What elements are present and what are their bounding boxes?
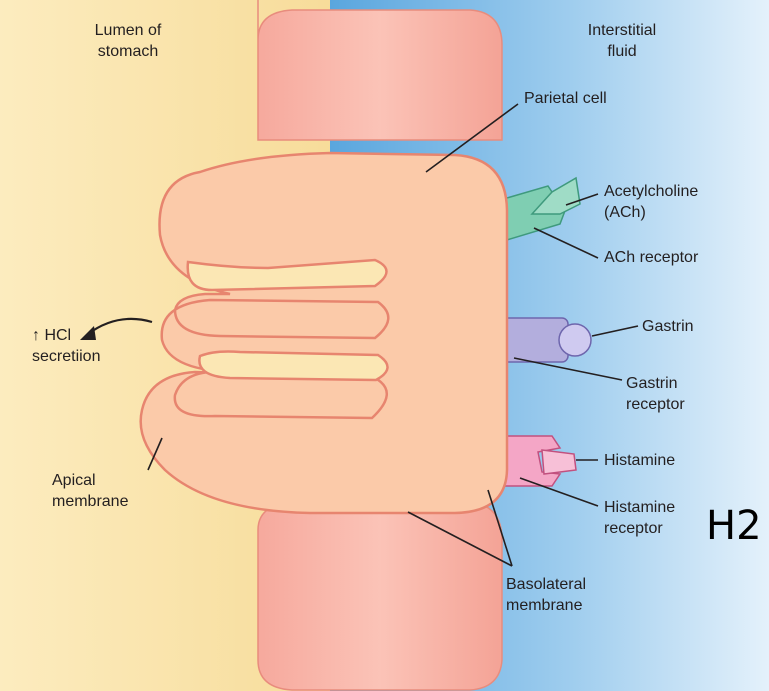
hcl-secretion-label: ↑ HCl secretiion — [32, 325, 100, 367]
neighbor-cell-bottom — [258, 502, 502, 690]
lumen-label-line2: stomach — [68, 41, 188, 62]
hcl-secretion-label-line2: secretiion — [32, 346, 100, 367]
acetylcholine-label-line1: Acetylcholine — [604, 181, 698, 202]
hcl-secretion-label-line1: ↑ HCl — [32, 325, 100, 346]
gastrin-receptor-label: Gastrin receptor — [626, 373, 685, 415]
ach-receptor-label: ACh receptor — [604, 247, 698, 268]
gastrin-receptor — [500, 318, 591, 362]
gastrin-receptor-label-line2: receptor — [626, 394, 685, 415]
gastrin-receptor-label-line1: Gastrin — [626, 373, 685, 394]
interstitial-label-line2: fluid — [562, 41, 682, 62]
lumen-label: Lumen of stomach — [68, 20, 188, 62]
apical-groove-bottom — [199, 352, 387, 381]
acetylcholine-label: Acetylcholine (ACh) — [604, 181, 698, 223]
lumen-label-line1: Lumen of — [68, 20, 188, 41]
apical-membrane-label-line2: membrane — [52, 491, 128, 512]
apical-membrane-label-line1: Apical — [52, 470, 128, 491]
histamine-label: Histamine — [604, 450, 675, 471]
basolateral-membrane-label: Basolateral membrane — [506, 574, 586, 616]
parietal-cell-label: Parietal cell — [524, 88, 607, 109]
neighbor-cell-top — [258, 0, 502, 140]
histamine-receptor-label-line1: Histamine — [604, 497, 675, 518]
apical-membrane-label: Apical membrane — [52, 470, 128, 512]
h2-tag: H2 — [706, 504, 762, 548]
acetylcholine-label-line2: (ACh) — [604, 202, 698, 223]
parietal-cell — [141, 153, 507, 513]
basolateral-membrane-label-line1: Basolateral — [506, 574, 586, 595]
interstitial-label: Interstitial fluid — [562, 20, 682, 62]
basolateral-membrane-label-line2: membrane — [506, 595, 586, 616]
histamine-receptor-label: Histamine receptor — [604, 497, 675, 539]
histamine-receptor-label-line2: receptor — [604, 518, 675, 539]
gastrin-label: Gastrin — [642, 316, 694, 337]
interstitial-label-line1: Interstitial — [562, 20, 682, 41]
